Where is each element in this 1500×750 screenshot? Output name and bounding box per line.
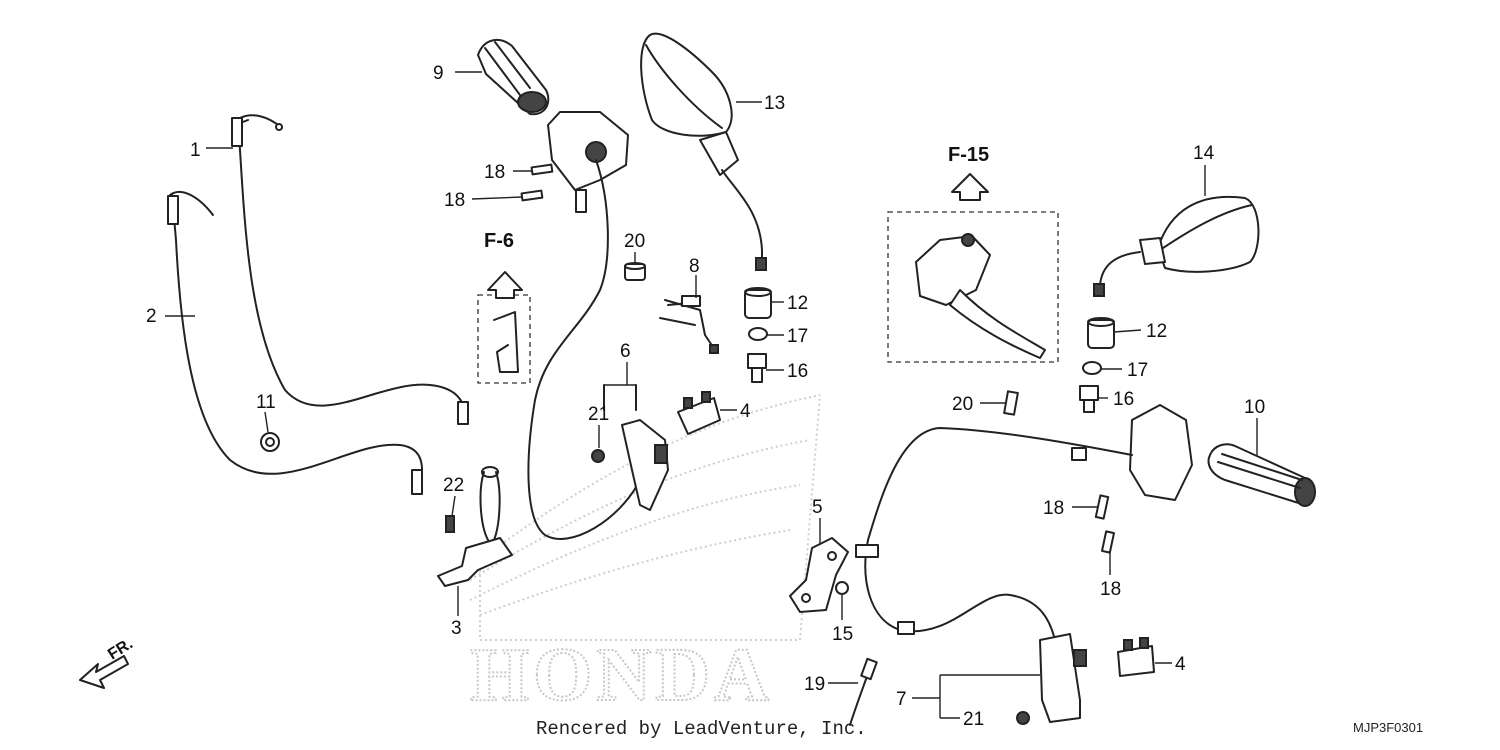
nut-17-left <box>748 327 768 341</box>
bracket-f6-reference <box>477 271 531 384</box>
callout-22: 22 <box>443 475 464 496</box>
callout-4-left: 4 <box>740 401 751 422</box>
callout-4-right: 4 <box>1175 654 1186 675</box>
callout-18-left-a: 18 <box>484 162 505 183</box>
bracket-5 <box>789 537 849 613</box>
callout-11: 11 <box>256 392 276 413</box>
callout-13: 13 <box>764 93 785 114</box>
callout-1: 1 <box>190 140 201 161</box>
mirror-14 <box>1093 195 1260 297</box>
cable-1 <box>231 114 469 425</box>
diagram-code: MJP3F0301 <box>1353 720 1423 735</box>
bolt-16-right <box>1079 385 1099 413</box>
cap-12-right <box>1087 317 1115 349</box>
callout-21-right: 21 <box>963 709 984 730</box>
callout-5: 5 <box>812 497 823 518</box>
callout-3: 3 <box>451 618 462 639</box>
cap-12-left <box>744 287 772 319</box>
leader-lines <box>165 71 1258 719</box>
switch-7-right <box>1039 633 1087 723</box>
front-direction-arrow <box>79 655 129 689</box>
clamp-11 <box>260 432 280 452</box>
holder-3 <box>437 466 513 587</box>
callout-18-right-b: 18 <box>1100 579 1121 600</box>
callout-10: 10 <box>1244 397 1265 418</box>
callout-7: 7 <box>896 689 907 710</box>
nut-15 <box>835 581 849 595</box>
callout-18-left-b: 18 <box>444 190 465 211</box>
callout-16-right: 16 <box>1113 389 1134 410</box>
callout-15: 15 <box>832 624 853 645</box>
section-ref-f6: F-6 <box>484 230 514 252</box>
callout-20-right: 20 <box>952 394 973 415</box>
section-ref-f15: F-15 <box>948 144 989 166</box>
callout-2: 2 <box>146 306 157 327</box>
callout-21-left: 21 <box>588 404 609 425</box>
front-direction-label: FR. <box>105 635 136 663</box>
screw-18-left-b <box>520 189 544 202</box>
left-switch-housing <box>527 111 641 540</box>
callout-17-right: 17 <box>1127 360 1148 381</box>
right-switch-housing <box>855 404 1193 641</box>
callout-12-left: 12 <box>787 293 808 314</box>
switch-8 <box>659 295 719 354</box>
switch-4-right <box>1117 637 1155 677</box>
callout-6: 6 <box>620 341 631 362</box>
bolt-16-left <box>747 353 767 383</box>
callout-17-left: 17 <box>787 326 808 347</box>
lever-f15-reference <box>887 173 1059 363</box>
screw-18-right-b <box>1101 530 1115 554</box>
nut-17-right <box>1082 361 1102 375</box>
callout-20-left: 20 <box>624 231 645 252</box>
rubber-20-right <box>1003 390 1019 416</box>
screw-21-left <box>591 449 605 463</box>
screw-18-right-a <box>1094 494 1110 520</box>
callouts: 1 2 11 9 13 18 18 F-6 20 8 12 17 16 6 21… <box>105 63 1265 730</box>
screw-21-right <box>1016 711 1030 725</box>
callout-19: 19 <box>804 674 825 695</box>
bolt-22 <box>445 515 455 533</box>
plug-19 <box>849 657 878 726</box>
callout-9: 9 <box>433 63 444 84</box>
mirror-13 <box>640 32 767 271</box>
switch-6-left <box>603 384 669 511</box>
callout-12-right: 12 <box>1146 321 1167 342</box>
callout-16-left: 16 <box>787 361 808 382</box>
render-credit: Rencered by LeadVenture, Inc. <box>536 718 867 740</box>
grip-9 <box>477 38 550 116</box>
callout-14: 14 <box>1193 143 1215 164</box>
honda-watermark: HONDA <box>470 633 773 717</box>
callout-8: 8 <box>689 256 700 277</box>
cable-2 <box>167 190 423 495</box>
rubber-20-left <box>624 262 646 281</box>
grip-10 <box>1207 443 1316 507</box>
switch-4-left <box>677 391 721 435</box>
screw-18-left-a <box>530 163 554 176</box>
callout-18-right-a: 18 <box>1043 498 1064 519</box>
